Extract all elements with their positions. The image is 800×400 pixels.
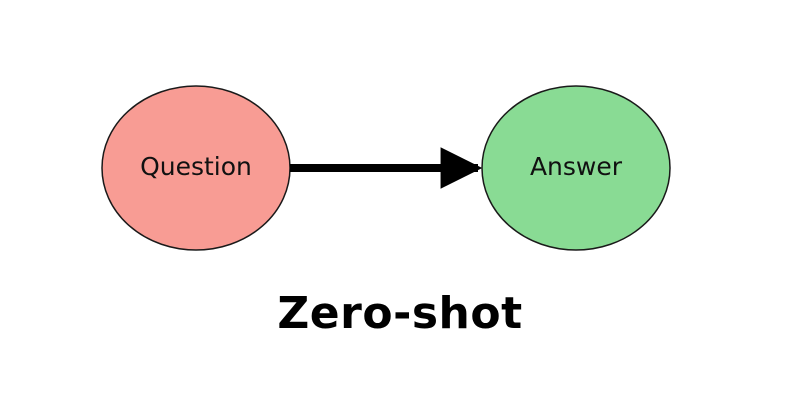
answer-node-label: Answer (530, 152, 623, 181)
answer-node: Answer (481, 85, 671, 251)
question-node-label: Question (140, 152, 252, 181)
question-node: Question (101, 85, 291, 251)
answer-node-circle (481, 85, 671, 251)
diagram-caption: Zero-shot (277, 288, 523, 339)
